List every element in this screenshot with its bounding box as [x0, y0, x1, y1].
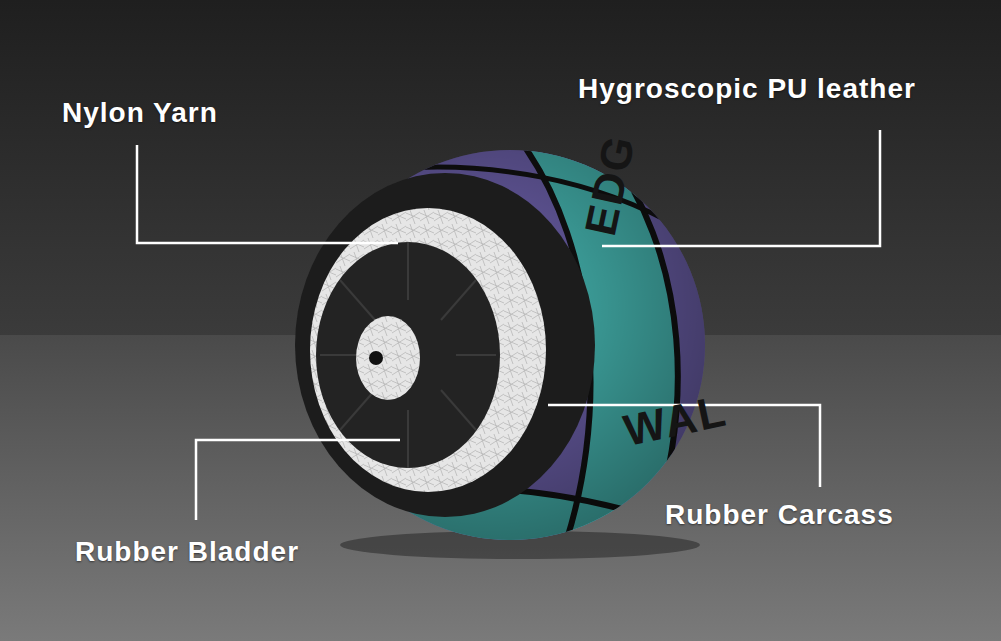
part-label: Nylon Yarn — [62, 98, 218, 129]
part-label: Hygroscopic PU leather — [578, 74, 916, 105]
part-label: Rubber Bladder — [75, 537, 299, 568]
part-label: Rubber Carcass — [665, 500, 894, 531]
